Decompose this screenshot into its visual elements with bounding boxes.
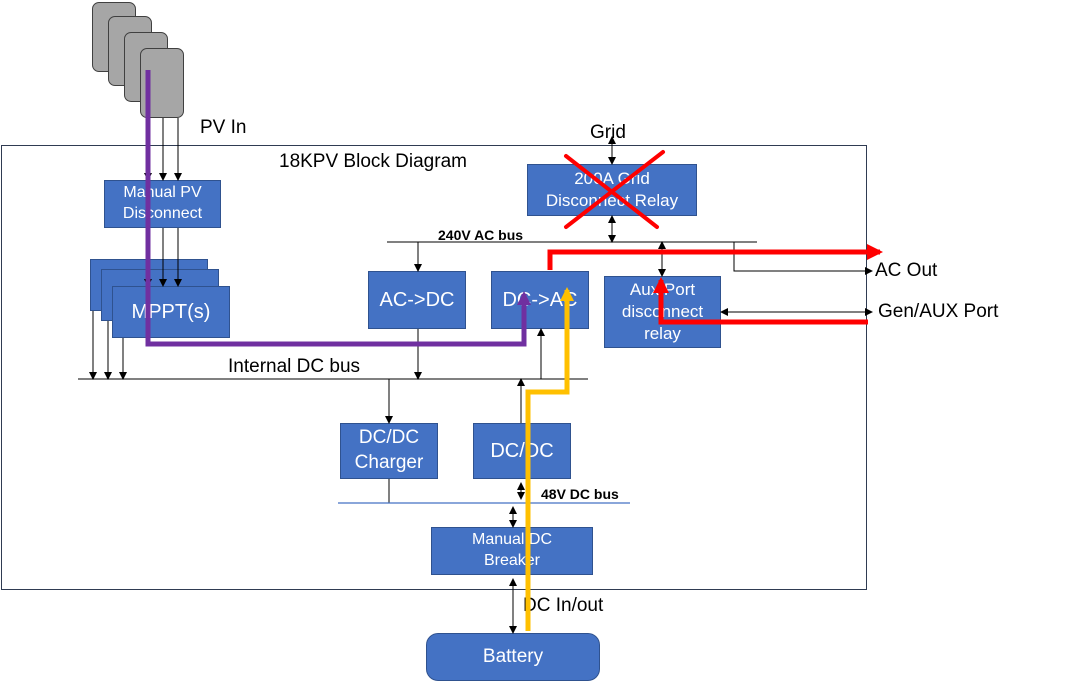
pv-in-label: PV In xyxy=(200,117,247,138)
internal-dc-bus-label: Internal DC bus xyxy=(228,356,361,377)
pv-power-path xyxy=(145,70,531,347)
dc-in-out-label: DC In/out xyxy=(523,595,604,616)
ac-out-label: AC Out xyxy=(875,260,938,281)
dc-dc-block: DC/DC xyxy=(473,423,571,479)
ac-dc-block: AC->DC xyxy=(368,271,466,329)
mppt-text: MPPT(s) xyxy=(131,301,211,323)
diagram-title: 18KPV Block Diagram xyxy=(279,151,467,172)
manual-pv-disconnect-text: Manual PV Disconnect xyxy=(122,184,203,222)
dc-bus-48v-label: 48V DC bus xyxy=(541,486,619,502)
gen-aux-power-path xyxy=(653,277,868,325)
manual-dc-breaker-block: Manual DC Breaker xyxy=(431,527,593,575)
grid-label: Grid xyxy=(590,122,626,143)
dc-dc-charger-block: DC/DC Charger xyxy=(340,423,438,479)
dc-dc-charger-text: DC/DC Charger xyxy=(354,427,424,473)
ac-dc-text: AC->DC xyxy=(379,289,455,311)
mppt-block: MPPT(s) xyxy=(112,286,230,338)
gen-aux-port-label: Gen/AUX Port xyxy=(878,301,999,322)
dc-dc-text: DC/DC xyxy=(490,440,554,462)
ac-output-power-path xyxy=(547,244,883,270)
thin-connectors xyxy=(78,118,873,503)
cross-out-icon xyxy=(564,150,665,229)
inverter-enclosure xyxy=(1,145,867,590)
battery-text: Battery xyxy=(482,645,544,667)
ac-bus-label: 240V AC bus xyxy=(438,227,524,243)
grid-relay-text: 200A Grid Disconnect Relay xyxy=(545,168,679,210)
battery-power-path xyxy=(525,287,574,631)
manual-pv-disconnect-block: Manual PV Disconnect xyxy=(104,180,221,228)
